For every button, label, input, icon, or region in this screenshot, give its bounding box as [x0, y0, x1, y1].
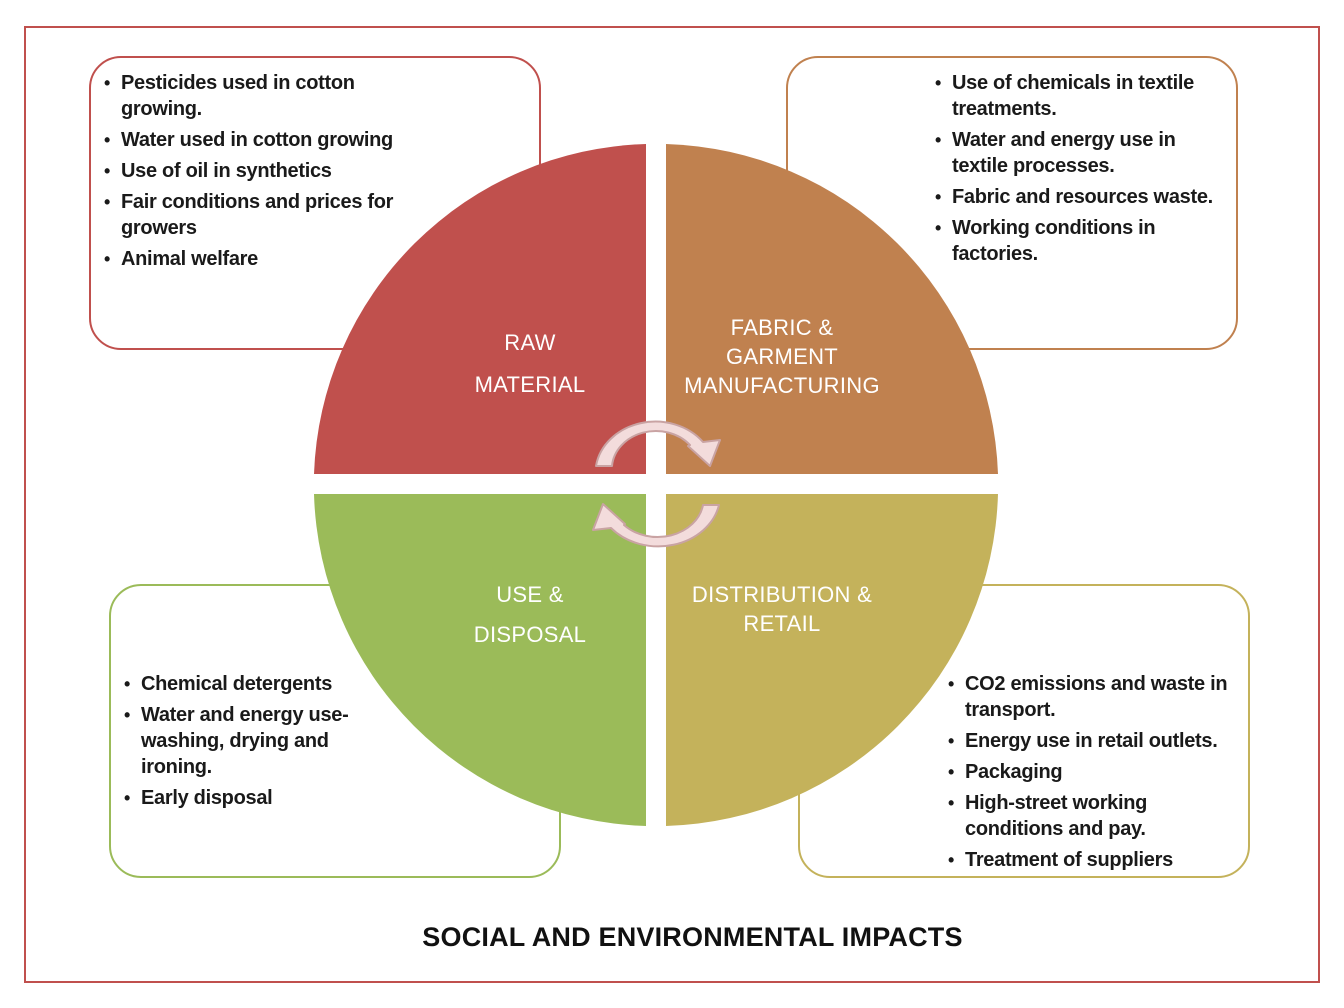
list-item: Energy use in retail outlets.: [948, 728, 1248, 754]
diagram-title: SOCIAL AND ENVIRONMENTAL IMPACTS: [422, 922, 963, 952]
cycle-arrow-bottom: [592, 503, 720, 548]
list-item: Use of chemicals in textile treatments.: [935, 70, 1225, 122]
list-item: Use of oil in synthetics: [104, 158, 404, 184]
list-item: Water used in cotton growing: [104, 127, 404, 153]
quadrant-raw-material: [314, 144, 646, 474]
list-item: CO2 emissions and waste in transport.: [948, 671, 1248, 723]
diagram-frame: [24, 26, 1320, 983]
raw-material-label: RAW MATERIAL: [474, 330, 586, 397]
cycle-arrow-top: [595, 420, 721, 467]
manufacturing-label: FABRIC & GARMENT MANUFACTURING: [684, 315, 880, 398]
manufacturing-impact-list: Use of chemicals in textile treatments. …: [935, 70, 1225, 272]
list-item: Working conditions in factories.: [935, 215, 1225, 267]
raw-material-impact-list: Pesticides used in cotton growing. Water…: [104, 70, 404, 277]
list-item: Water and energy use in textile processe…: [935, 127, 1225, 179]
list-item: Animal welfare: [104, 246, 404, 272]
distribution-retail-label: DISTRIBUTION & RETAIL: [691, 582, 873, 636]
list-item: Pesticides used in cotton growing.: [104, 70, 404, 122]
quadrant-distribution-retail: [666, 494, 998, 826]
list-item: Fabric and resources waste.: [935, 184, 1225, 210]
list-item: Chemical detergents: [124, 671, 394, 697]
list-item: Fair conditions and prices for growers: [104, 189, 404, 241]
list-item: Treatment of suppliers: [948, 847, 1248, 873]
use-disposal-impact-list: Chemical detergents Water and energy use…: [124, 671, 394, 816]
list-item: Packaging: [948, 759, 1248, 785]
use-disposal-label: USE & DISPOSAL: [473, 582, 587, 647]
list-item: Water and energy use- washing, drying an…: [124, 702, 394, 780]
list-item: High-street working conditions and pay.: [948, 790, 1248, 842]
distribution-retail-impact-list: CO2 emissions and waste in transport. En…: [948, 671, 1248, 878]
cycle-arrows-icon: [592, 420, 721, 548]
list-item: Early disposal: [124, 785, 394, 811]
quadrant-manufacturing: [666, 144, 998, 474]
quadrant-use-disposal: [314, 494, 646, 826]
